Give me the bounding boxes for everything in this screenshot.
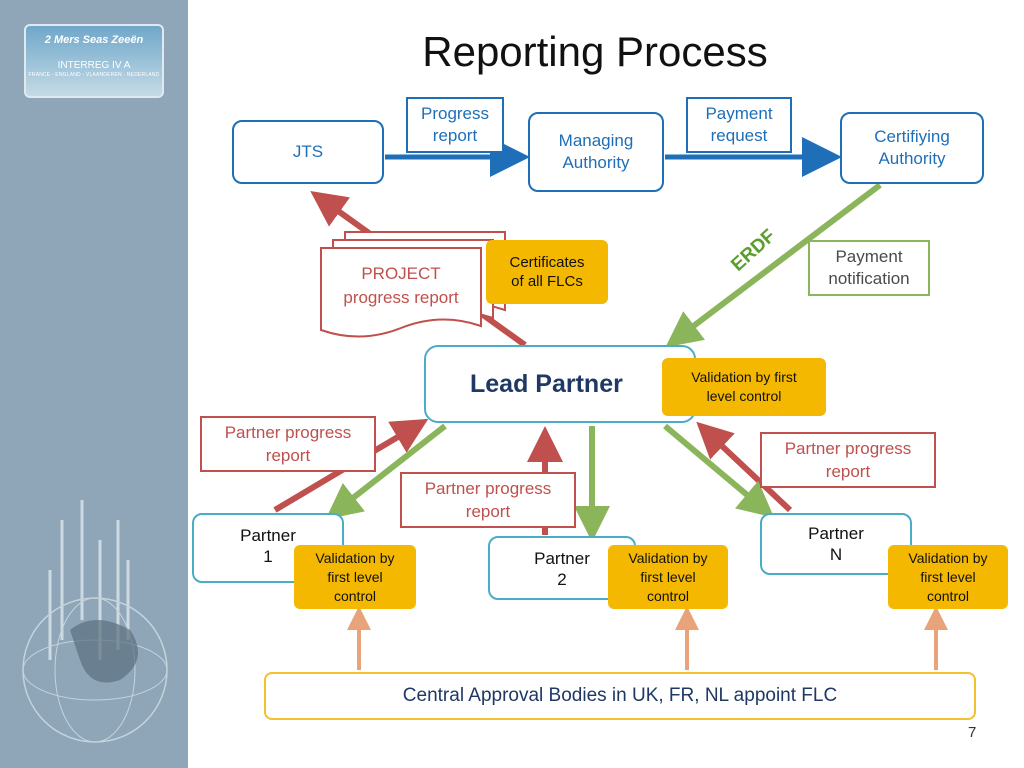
progress-report-line-1: Progress bbox=[420, 104, 490, 123]
vp1-line-2: first level bbox=[327, 568, 383, 585]
vp1-line-3: control bbox=[333, 587, 377, 604]
certificates-line-2: of all FLCs bbox=[511, 273, 583, 290]
lead-validation-line-2: level control bbox=[706, 388, 782, 404]
ma-line-2: Authority bbox=[562, 153, 630, 172]
payment-request-line-1: Payment bbox=[705, 104, 773, 123]
lead-partner-box: Lead Partner bbox=[424, 345, 696, 423]
partner-progress-note-mid: Partner progress report bbox=[400, 472, 576, 528]
validation-p2-note: Validation by first level control bbox=[608, 545, 728, 609]
certificates-note: Certificates of all FLCs bbox=[486, 240, 608, 304]
payment-request-note: Payment request bbox=[686, 97, 792, 153]
lead-validation-note: Validation by first level control bbox=[662, 358, 826, 416]
project-report-line-2: progress report bbox=[343, 288, 459, 307]
progress-report-line-2: report bbox=[432, 126, 478, 145]
partner-n-line-2: N bbox=[829, 545, 843, 564]
jts-box: JTS bbox=[232, 120, 384, 184]
partner-progress-note-left: Partner progress report bbox=[200, 416, 376, 472]
interreg-logo: 2 Mers Seas Zeeën INTERREG IV A FRANCE -… bbox=[24, 24, 164, 98]
arrow-ca-to-lead bbox=[665, 182, 882, 348]
ppr-line-1: Partner progress bbox=[784, 439, 912, 458]
partner-n-box: Partner N bbox=[760, 513, 912, 575]
payment-notification-line-2: notification bbox=[828, 269, 910, 288]
vp2-line-3: control bbox=[646, 587, 690, 604]
project-report-label: PROJECT progress report bbox=[321, 262, 481, 310]
certificates-line-1: Certificates bbox=[509, 254, 585, 271]
ppr-line-2: report bbox=[825, 462, 871, 481]
partner-n-line-1: Partner bbox=[808, 524, 864, 543]
central-approval-label: Central Approval Bodies in UK, FR, NL ap… bbox=[402, 685, 838, 706]
vp2-line-1: Validation by bbox=[628, 549, 708, 566]
payment-notification-line-1: Payment bbox=[835, 247, 903, 266]
page-title: Reporting Process bbox=[422, 28, 768, 75]
logo-line-2: INTERREG IV A bbox=[57, 60, 131, 71]
vpn-line-2: first level bbox=[920, 568, 976, 585]
arrow-lead-to-pn bbox=[663, 423, 775, 518]
validation-pn-note: Validation by first level control bbox=[888, 545, 1008, 609]
certifying-authority-box: Certifiying Authority bbox=[840, 112, 984, 184]
payment-notification-note: Payment notification bbox=[808, 240, 930, 296]
partner-1-line-2: 1 bbox=[263, 547, 273, 566]
globe-illustration bbox=[22, 500, 168, 743]
progress-report-note: Progress report bbox=[406, 97, 504, 153]
project-report-document bbox=[320, 231, 506, 338]
project-report-line-1: PROJECT bbox=[361, 264, 441, 283]
partner-1-line-1: Partner bbox=[240, 526, 296, 545]
ppl-line-1: Partner progress bbox=[224, 423, 352, 442]
partner-2-line-2: 2 bbox=[557, 570, 567, 589]
lead-partner-label: Lead Partner bbox=[470, 369, 623, 398]
lead-validation-line-1: Validation by first bbox=[691, 369, 797, 385]
arrow-pn-to-lead bbox=[696, 421, 793, 513]
logo-line-1: 2 Mers Seas Zeeën bbox=[44, 34, 144, 46]
validation-p1-note: Validation by first level control bbox=[294, 545, 416, 609]
partner-progress-note-right: Partner progress report bbox=[760, 432, 936, 488]
managing-authority-box: Managing Authority bbox=[528, 112, 664, 192]
ca-line-1: Certifiying bbox=[874, 127, 950, 146]
sidebar-decoration: 2 Mers Seas Zeeën INTERREG IV A FRANCE -… bbox=[0, 0, 188, 768]
payment-request-line-2: request bbox=[710, 126, 768, 145]
ppl-line-2: report bbox=[265, 446, 311, 465]
logo-line-3: FRANCE - ENGLAND - VLAANDEREN - NEDERLAN… bbox=[28, 72, 160, 78]
ppm-line-2: report bbox=[465, 502, 511, 521]
ppm-line-1: Partner progress bbox=[424, 479, 552, 498]
vpn-line-3: control bbox=[926, 587, 970, 604]
vp2-line-2: first level bbox=[640, 568, 696, 585]
ma-line-1: Managing bbox=[558, 131, 634, 150]
ca-line-2: Authority bbox=[878, 149, 946, 168]
partner-2-line-1: Partner bbox=[534, 549, 590, 568]
vp1-line-1: Validation by bbox=[315, 549, 395, 566]
jts-label: JTS bbox=[292, 142, 324, 161]
page-number: 7 bbox=[968, 724, 977, 741]
vpn-line-1: Validation by bbox=[908, 549, 988, 566]
central-approval-box: Central Approval Bodies in UK, FR, NL ap… bbox=[264, 672, 976, 720]
arrow-lead-to-p1 bbox=[325, 423, 447, 520]
